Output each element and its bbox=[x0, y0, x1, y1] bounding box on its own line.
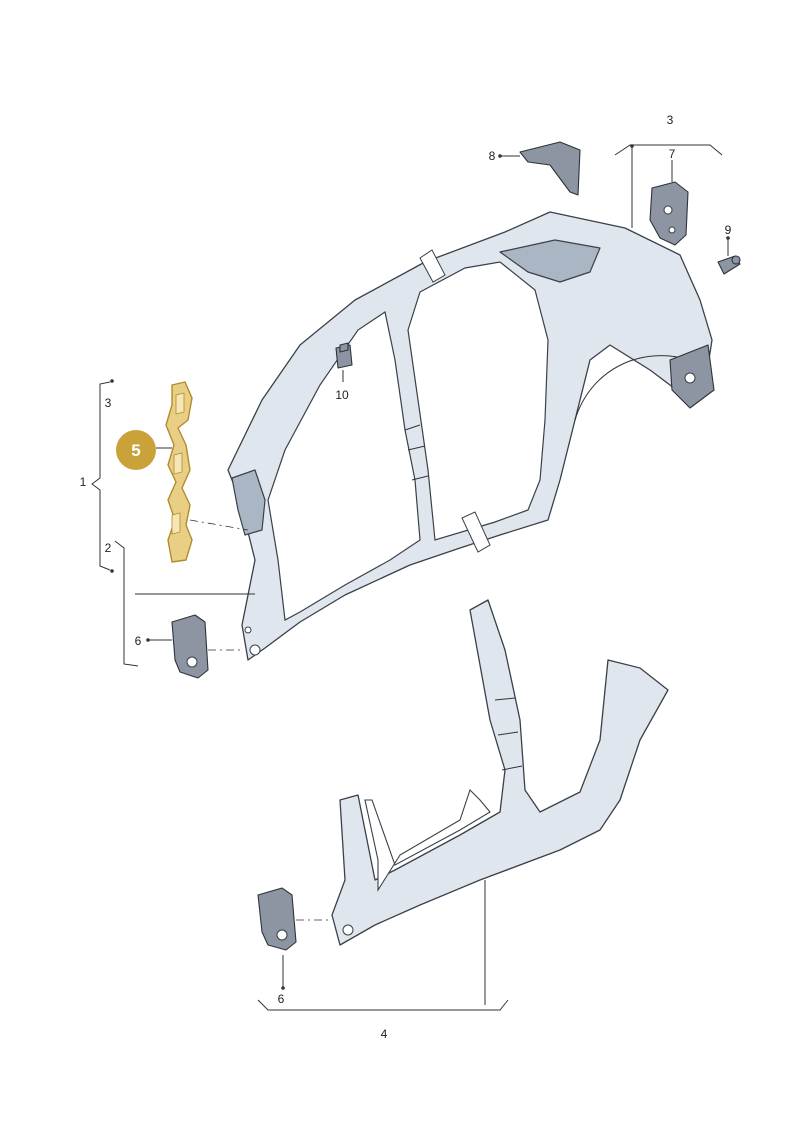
callout-10: 10 bbox=[335, 388, 349, 402]
callout-1: 1 bbox=[80, 475, 87, 489]
callout-5-badge[interactable]: 5 bbox=[116, 430, 156, 470]
part-6-bracket-lower[interactable] bbox=[257, 887, 297, 951]
part-6-bracket-upper[interactable] bbox=[171, 614, 209, 679]
callout-5-label: 5 bbox=[131, 441, 140, 460]
part-9-bolt[interactable] bbox=[717, 255, 741, 275]
callout-3-left: 3 bbox=[105, 396, 112, 410]
callout-6-lower: 6 bbox=[278, 992, 285, 1006]
callout-3-top: 3 bbox=[667, 113, 674, 127]
part-5-reinforcement[interactable] bbox=[165, 381, 193, 563]
callout-7: 7 bbox=[669, 147, 676, 161]
side-panel-outer bbox=[227, 211, 715, 661]
callout-8: 8 bbox=[489, 149, 496, 163]
part-10-clip[interactable] bbox=[335, 342, 353, 369]
side-panel-lower bbox=[331, 599, 669, 946]
callout-6-upper: 6 bbox=[135, 634, 142, 648]
callout-9: 9 bbox=[725, 223, 732, 237]
leader-lines bbox=[91, 144, 730, 1011]
part-7-bracket[interactable] bbox=[649, 181, 689, 246]
callout-4: 4 bbox=[381, 1027, 388, 1041]
callout-2: 2 bbox=[105, 541, 112, 555]
part-8-bracket[interactable] bbox=[519, 141, 581, 196]
